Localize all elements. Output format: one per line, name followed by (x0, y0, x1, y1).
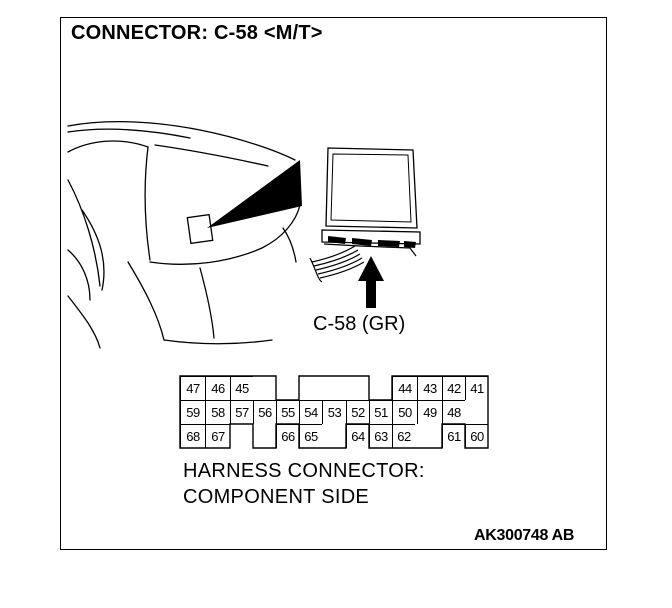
pin-51: 51 (369, 400, 392, 424)
pin-45: 45 (230, 376, 253, 400)
pin-46: 46 (205, 376, 230, 400)
pin-60: 60 (465, 424, 488, 448)
pin-47: 47 (180, 376, 205, 400)
pin-64: 64 (346, 424, 369, 448)
pin-68: 68 (180, 424, 205, 448)
pin-57: 57 (230, 400, 253, 424)
up-arrow-icon (358, 256, 384, 308)
pin-59: 59 (180, 400, 205, 424)
harness-wires (309, 245, 365, 283)
pin-56: 56 (253, 400, 276, 424)
pin-48: 48 (442, 400, 465, 424)
pin-50: 50 (392, 400, 417, 424)
dash-connector-icon (186, 213, 214, 245)
pin-41: 41 (465, 376, 488, 400)
connector-label: C-58 (GR) (313, 313, 406, 335)
page-title: CONNECTOR: C-58 <M/T> (71, 22, 323, 44)
pin-67: 67 (205, 424, 230, 448)
pin-49: 49 (417, 400, 442, 424)
figure-frame (60, 17, 607, 550)
pin-44: 44 (392, 376, 417, 400)
pin-43: 43 (417, 376, 442, 400)
caption-line-2: COMPONENT SIDE (183, 486, 370, 508)
pin-52: 52 (346, 400, 369, 424)
figure-code: AK300748 AB (474, 527, 575, 544)
pin-65: 65 (299, 424, 322, 448)
pin-53: 53 (322, 400, 346, 424)
callout-wedge (207, 160, 302, 228)
connector-face-outline (179, 375, 489, 449)
pin-58: 58 (205, 400, 230, 424)
caption-line-1: HARNESS CONNECTOR: (183, 460, 425, 482)
caption: HARNESS CONNECTOR: COMPONENT SIDE (183, 458, 425, 510)
pin-54: 54 (299, 400, 322, 424)
pin-66: 66 (276, 424, 299, 448)
pin-55: 55 (276, 400, 299, 424)
module-icon (321, 147, 421, 257)
pin-61: 61 (442, 424, 465, 448)
pin-42: 42 (442, 376, 465, 400)
pin-62: 62 (392, 424, 415, 448)
pin-63: 63 (369, 424, 392, 448)
